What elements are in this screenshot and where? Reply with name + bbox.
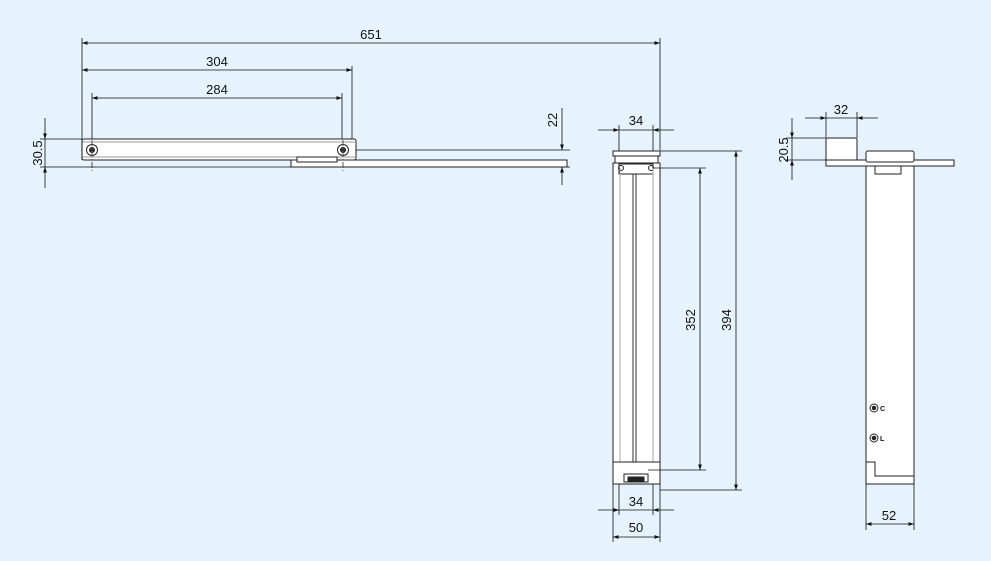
adjust-valve-l-icon: [869, 433, 879, 443]
dim-side-body-width: 52: [882, 508, 896, 523]
arm-top-view: [81, 138, 568, 172]
dim-body-inner-length: 352: [683, 309, 698, 331]
dim-arm-offset: 22: [545, 113, 560, 127]
adjust-valve-c-icon: [869, 403, 879, 413]
dim-body-bottom-inner: 34: [629, 494, 643, 509]
dim-side-top-width: 32: [834, 102, 848, 117]
dim-arm-hole-spacing: 284: [206, 82, 228, 97]
dim-body-top-width: 34: [629, 113, 643, 128]
side-arm-block: [825, 137, 858, 163]
dim-arm-length: 304: [206, 54, 228, 69]
side-housing: [865, 165, 915, 485]
dim-arm-height: 30.5: [30, 140, 45, 165]
valve-label-c: C: [880, 406, 885, 413]
valve-label-l: L: [880, 436, 885, 443]
dimension-lines: [40, 38, 915, 542]
dim-side-top-height: 20.5: [776, 137, 791, 162]
slide-rail: [290, 159, 568, 168]
closer-body-front: [612, 150, 661, 485]
closer-side-view: [825, 137, 955, 485]
dim-overall-width: 651: [360, 27, 382, 42]
body-screw-left-icon: [618, 165, 624, 171]
dim-body-bottom-width: 50: [629, 520, 643, 535]
dim-body-length: 394: [719, 309, 734, 331]
